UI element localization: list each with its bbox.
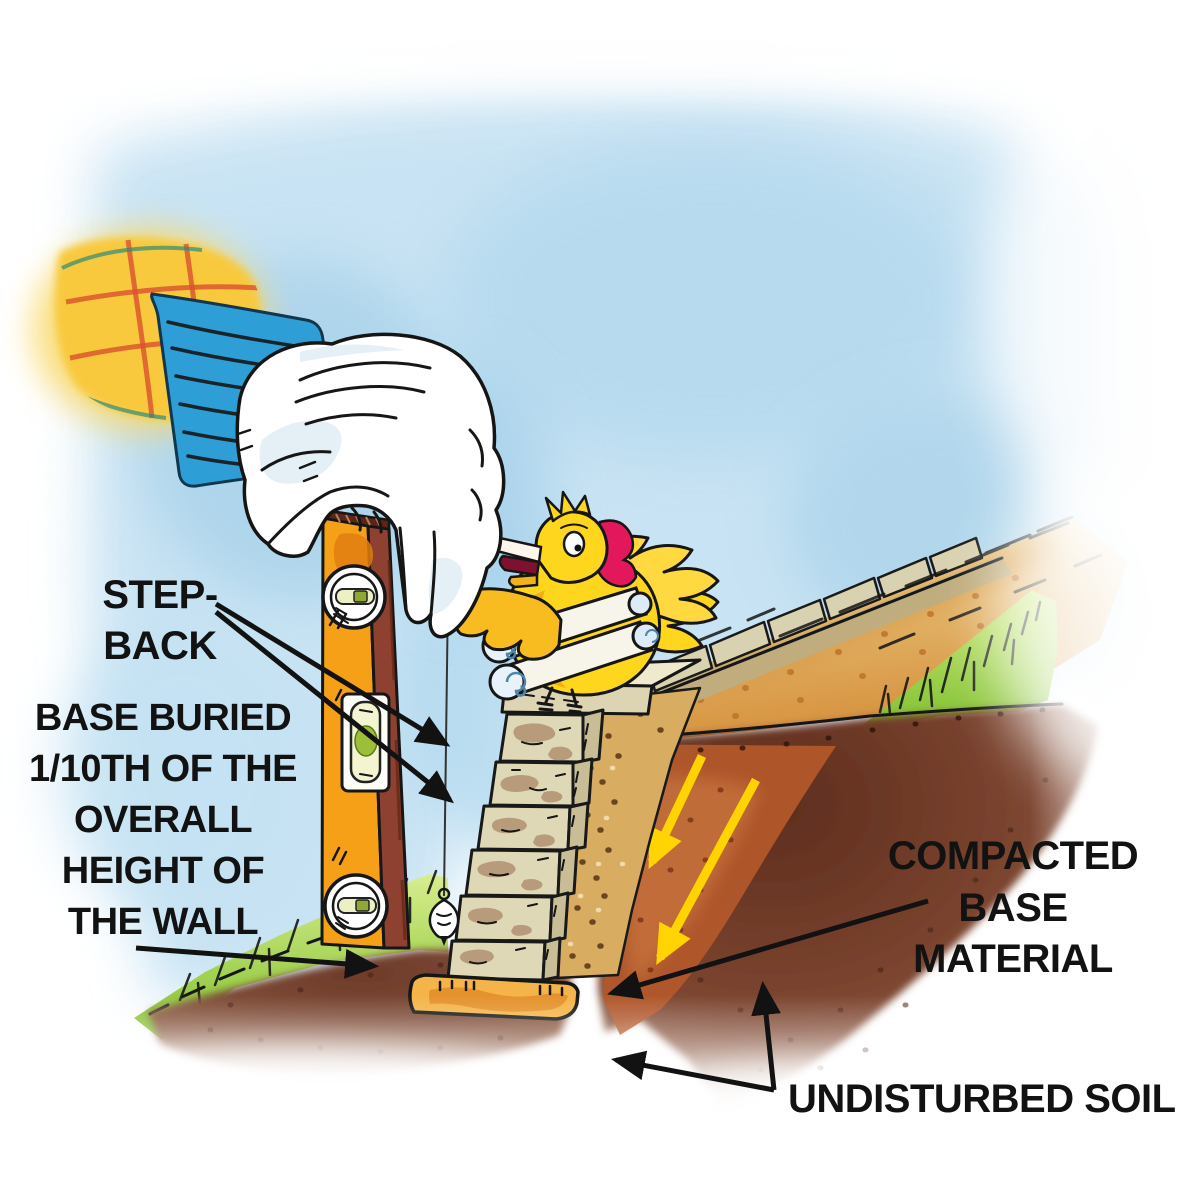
label-base-buried: OVERALL — [74, 799, 252, 841]
motion-marks — [236, 428, 319, 483]
bird-legs — [536, 686, 583, 714]
capstone — [876, 556, 934, 599]
leader-arrow-base-buried — [135, 945, 380, 979]
label-base-buried: BASE BURIED — [35, 697, 291, 739]
label-compacted-base: COMPACTED — [888, 834, 1138, 878]
cartoon-chicken — [438, 490, 720, 714]
wall-block-side — [548, 891, 570, 943]
label-compacted-base: BASE — [958, 886, 1067, 930]
leader-arrows — [135, 601, 929, 1093]
lower-beak — [507, 573, 539, 589]
capstone — [708, 620, 772, 668]
label-compacted-base: MATERIAL — [913, 937, 1113, 981]
wall-block-side — [581, 708, 605, 764]
label-base-buried: HEIGHT OF — [62, 850, 264, 892]
head-crest — [544, 490, 592, 523]
leader-arrow-undisturbed-left — [610, 1050, 775, 1093]
leader-arrow-compacted-base — [607, 898, 929, 1000]
labels: STEP- BACK BASE BURIED 1/10TH OF THE OVE… — [29, 573, 1176, 1121]
level-tick-marks — [328, 609, 348, 866]
plumb-bob — [428, 887, 460, 946]
capstone — [822, 576, 882, 621]
retaining-wall-blocks — [446, 658, 702, 982]
spirit-level — [320, 509, 411, 950]
leader-arrow-undisturbed-up — [751, 980, 781, 1091]
soil-pressure-arrows — [647, 754, 760, 965]
capstone — [766, 598, 828, 644]
capstone — [928, 536, 984, 578]
label-base-buried: 1/10TH OF THE — [29, 748, 297, 790]
glove-hand — [235, 332, 506, 639]
capstone-band — [647, 515, 1103, 718]
leader-arrow-step-back-upper — [214, 601, 451, 747]
level-vial-bottom — [323, 873, 389, 939]
leader-arrow-step-back-lower — [214, 610, 454, 804]
label-step-back: BACK — [103, 624, 217, 668]
pressure-arrow-icon — [656, 777, 760, 965]
pad-tick-marks — [438, 979, 564, 997]
label-base-buried: THE WALL — [68, 901, 258, 943]
wall-block-side — [566, 801, 590, 852]
wall-block-side — [556, 845, 579, 898]
wall-block-side — [541, 936, 562, 982]
level-vial-middle — [340, 692, 391, 793]
block-mottling — [459, 723, 573, 965]
bird-eye — [562, 530, 586, 558]
open-mouth — [498, 554, 541, 577]
glove-sketch-lines — [260, 361, 484, 616]
label-undisturbed-soil: UNDISTURBED SOIL — [788, 1077, 1176, 1121]
block-crack-marks — [469, 723, 589, 965]
label-step-back: STEP- — [102, 573, 217, 617]
pressure-arrow-icon — [647, 754, 707, 870]
